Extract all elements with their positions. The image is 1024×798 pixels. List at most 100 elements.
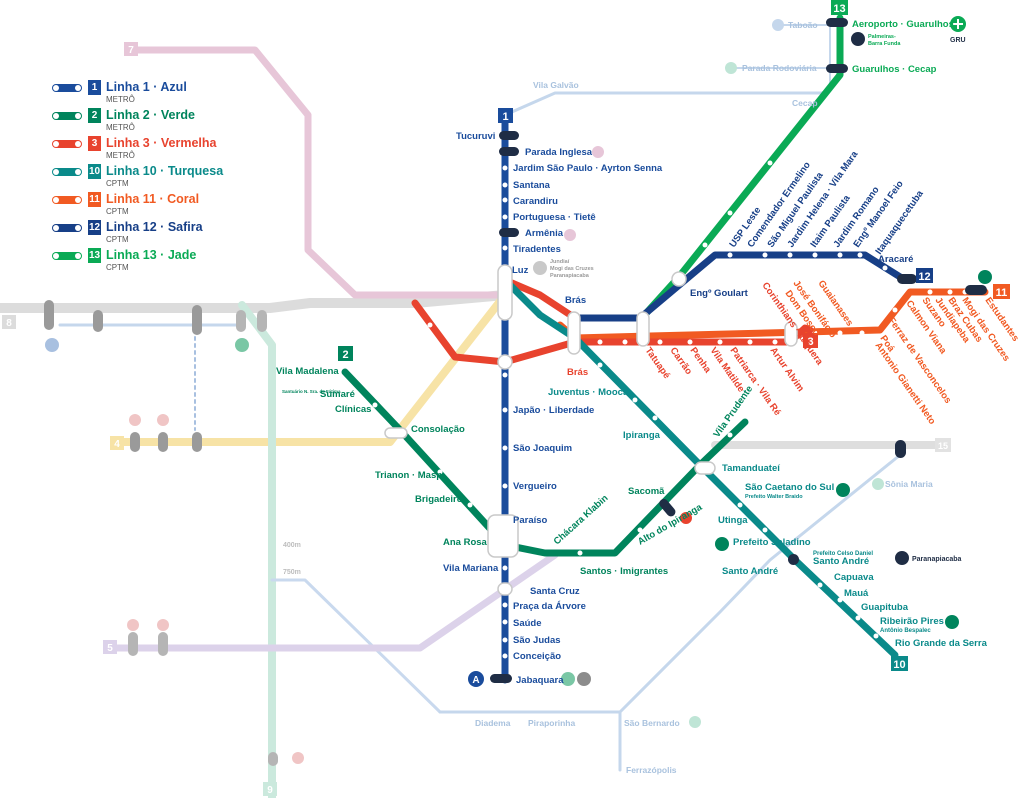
- badge-l11: 11: [996, 287, 1008, 299]
- label-santos-imigrantes: Santos · Imigrantes: [580, 566, 668, 577]
- label-gru: GRU: [950, 37, 966, 44]
- label-sao-joaquim: São Joaquim: [513, 443, 572, 454]
- badge-a: A: [472, 675, 479, 686]
- bus-terminal-icon-saobernardo: [689, 716, 701, 728]
- label-sao-caetano: São Caetano do Sul: [745, 482, 834, 493]
- badge-l15: 15: [938, 441, 948, 451]
- bus-terminal-icon-west: [235, 338, 249, 352]
- legend-line-type: METRÔ: [106, 123, 135, 132]
- icons: [45, 16, 992, 764]
- line5-hub: [292, 752, 304, 764]
- label-paraiso: Paraíso: [513, 515, 548, 526]
- label-santa-cruz: Santa Cruz: [530, 586, 580, 597]
- legend-line-number: 12: [88, 220, 101, 235]
- label-ferrazopolis: Ferrazópolis: [626, 765, 677, 775]
- label-sumare-note: Santuário N. Sra. de Fátima: [282, 389, 341, 394]
- label-luz-jundiai: Jundiaí: [550, 259, 570, 265]
- badge-l1: 1: [502, 111, 508, 123]
- label-ribeirao-pires: Ribeirão Pires: [880, 616, 944, 627]
- line-3-b: [501, 276, 579, 322]
- label-piraporinha: Piraporinha: [528, 718, 576, 728]
- badge-l13: 13: [833, 3, 845, 15]
- label-santo-andre2: Santo André: [813, 556, 869, 567]
- legend-line-icon: [52, 140, 82, 148]
- label-capuava: Capuava: [834, 572, 874, 583]
- label-parada-inglesa: Parada Inglesa: [525, 147, 593, 158]
- line4-hub-b: [157, 414, 169, 426]
- legend-line-name: Linha 1 · Azul: [106, 80, 187, 94]
- luz-station: [497, 264, 513, 321]
- west-station-b: [93, 310, 103, 332]
- plane-icon: [851, 32, 865, 46]
- abc-line: [503, 453, 902, 714]
- label-juventus: Juventus · Mooca: [548, 387, 629, 398]
- label-santana: Santana: [513, 180, 551, 191]
- south-hub-b: [157, 619, 169, 631]
- label-santo-andre-pref: Prefeito Celso Daniel: [813, 551, 873, 557]
- label-artur-alvim: Artur Alvim: [768, 345, 806, 393]
- label-ipiranga: Ipiranga: [623, 430, 661, 441]
- consolacao-station: [384, 427, 408, 439]
- parada-inglesa-station: [499, 147, 519, 156]
- label-bras-upper: Brás: [565, 295, 586, 306]
- label-saude: Saúde: [513, 618, 542, 629]
- label-vila-galvao: Vila Galvão: [533, 80, 579, 90]
- legend-line-name: Linha 11 · Coral: [106, 192, 200, 206]
- eng-goulart-station: [671, 271, 687, 287]
- armenia-station: [499, 228, 519, 237]
- label-diadema: Diadema: [475, 718, 511, 728]
- line-12: [571, 251, 909, 322]
- bus-terminal-icon-jabaquara-a: [561, 672, 575, 686]
- label-aracare: Aracaré: [878, 254, 913, 265]
- label-jabaquara: Jabaquara: [516, 675, 564, 686]
- legend-line-icon: [52, 168, 82, 176]
- luz-hub-icon: [533, 261, 547, 275]
- label-guapituba: Guapituba: [861, 602, 909, 613]
- label-ribeirao-sub: Antônio Bespalec: [880, 628, 931, 634]
- label-dist-400: 400m: [283, 542, 301, 549]
- label-aeroporto: Aeroporto · Guarulhos: [852, 19, 954, 30]
- legend-line-number: 1: [88, 80, 101, 95]
- badge-l4: 4: [114, 439, 120, 450]
- line4-station-c: [192, 432, 202, 452]
- legend-line-type: CPTM: [106, 179, 129, 188]
- station-dots: [372, 160, 968, 659]
- legend-line-icon: [52, 224, 82, 232]
- legend-line-number: 11: [88, 192, 101, 207]
- label-palmeiras: Palmeiras-: [868, 34, 896, 40]
- label-sumare: Sumaré: [320, 389, 355, 400]
- legend-line-name: Linha 12 · Safira: [106, 220, 203, 234]
- legend-line-name: Linha 10 · Turquesa: [106, 164, 224, 178]
- cecap-station: [826, 64, 848, 73]
- legend-line-type: METRÔ: [106, 95, 135, 104]
- label-sao-bernardo: São Bernardo: [624, 718, 680, 728]
- paraiso-station: [487, 514, 519, 558]
- label-tucuruvi: Tucuruvi: [456, 131, 495, 142]
- label-vila-mariana: Vila Mariana: [443, 563, 499, 574]
- badge-l10: 10: [893, 659, 905, 671]
- legend-line-type: CPTM: [106, 207, 129, 216]
- badge-l5: 5: [107, 643, 113, 654]
- line-10: [506, 281, 899, 659]
- label-dist-750: 750m: [283, 569, 301, 576]
- label-clinicas: Clínicas: [335, 404, 371, 415]
- tamanduatei-station: [694, 461, 716, 475]
- legend-line-type: CPTM: [106, 235, 129, 244]
- santa-cruz-station: [497, 582, 513, 596]
- label-sacoma: Sacomã: [628, 486, 665, 497]
- legend-line-number: 2: [88, 108, 101, 123]
- bras-station: [567, 311, 581, 355]
- south-station-a: [128, 632, 138, 656]
- label-antonio-gianetti: Antonio Gianetti Neto: [873, 340, 938, 426]
- legend-line-number: 3: [88, 136, 101, 151]
- label-santo-andre: Santo André: [722, 566, 778, 577]
- south-station-b: [158, 632, 168, 656]
